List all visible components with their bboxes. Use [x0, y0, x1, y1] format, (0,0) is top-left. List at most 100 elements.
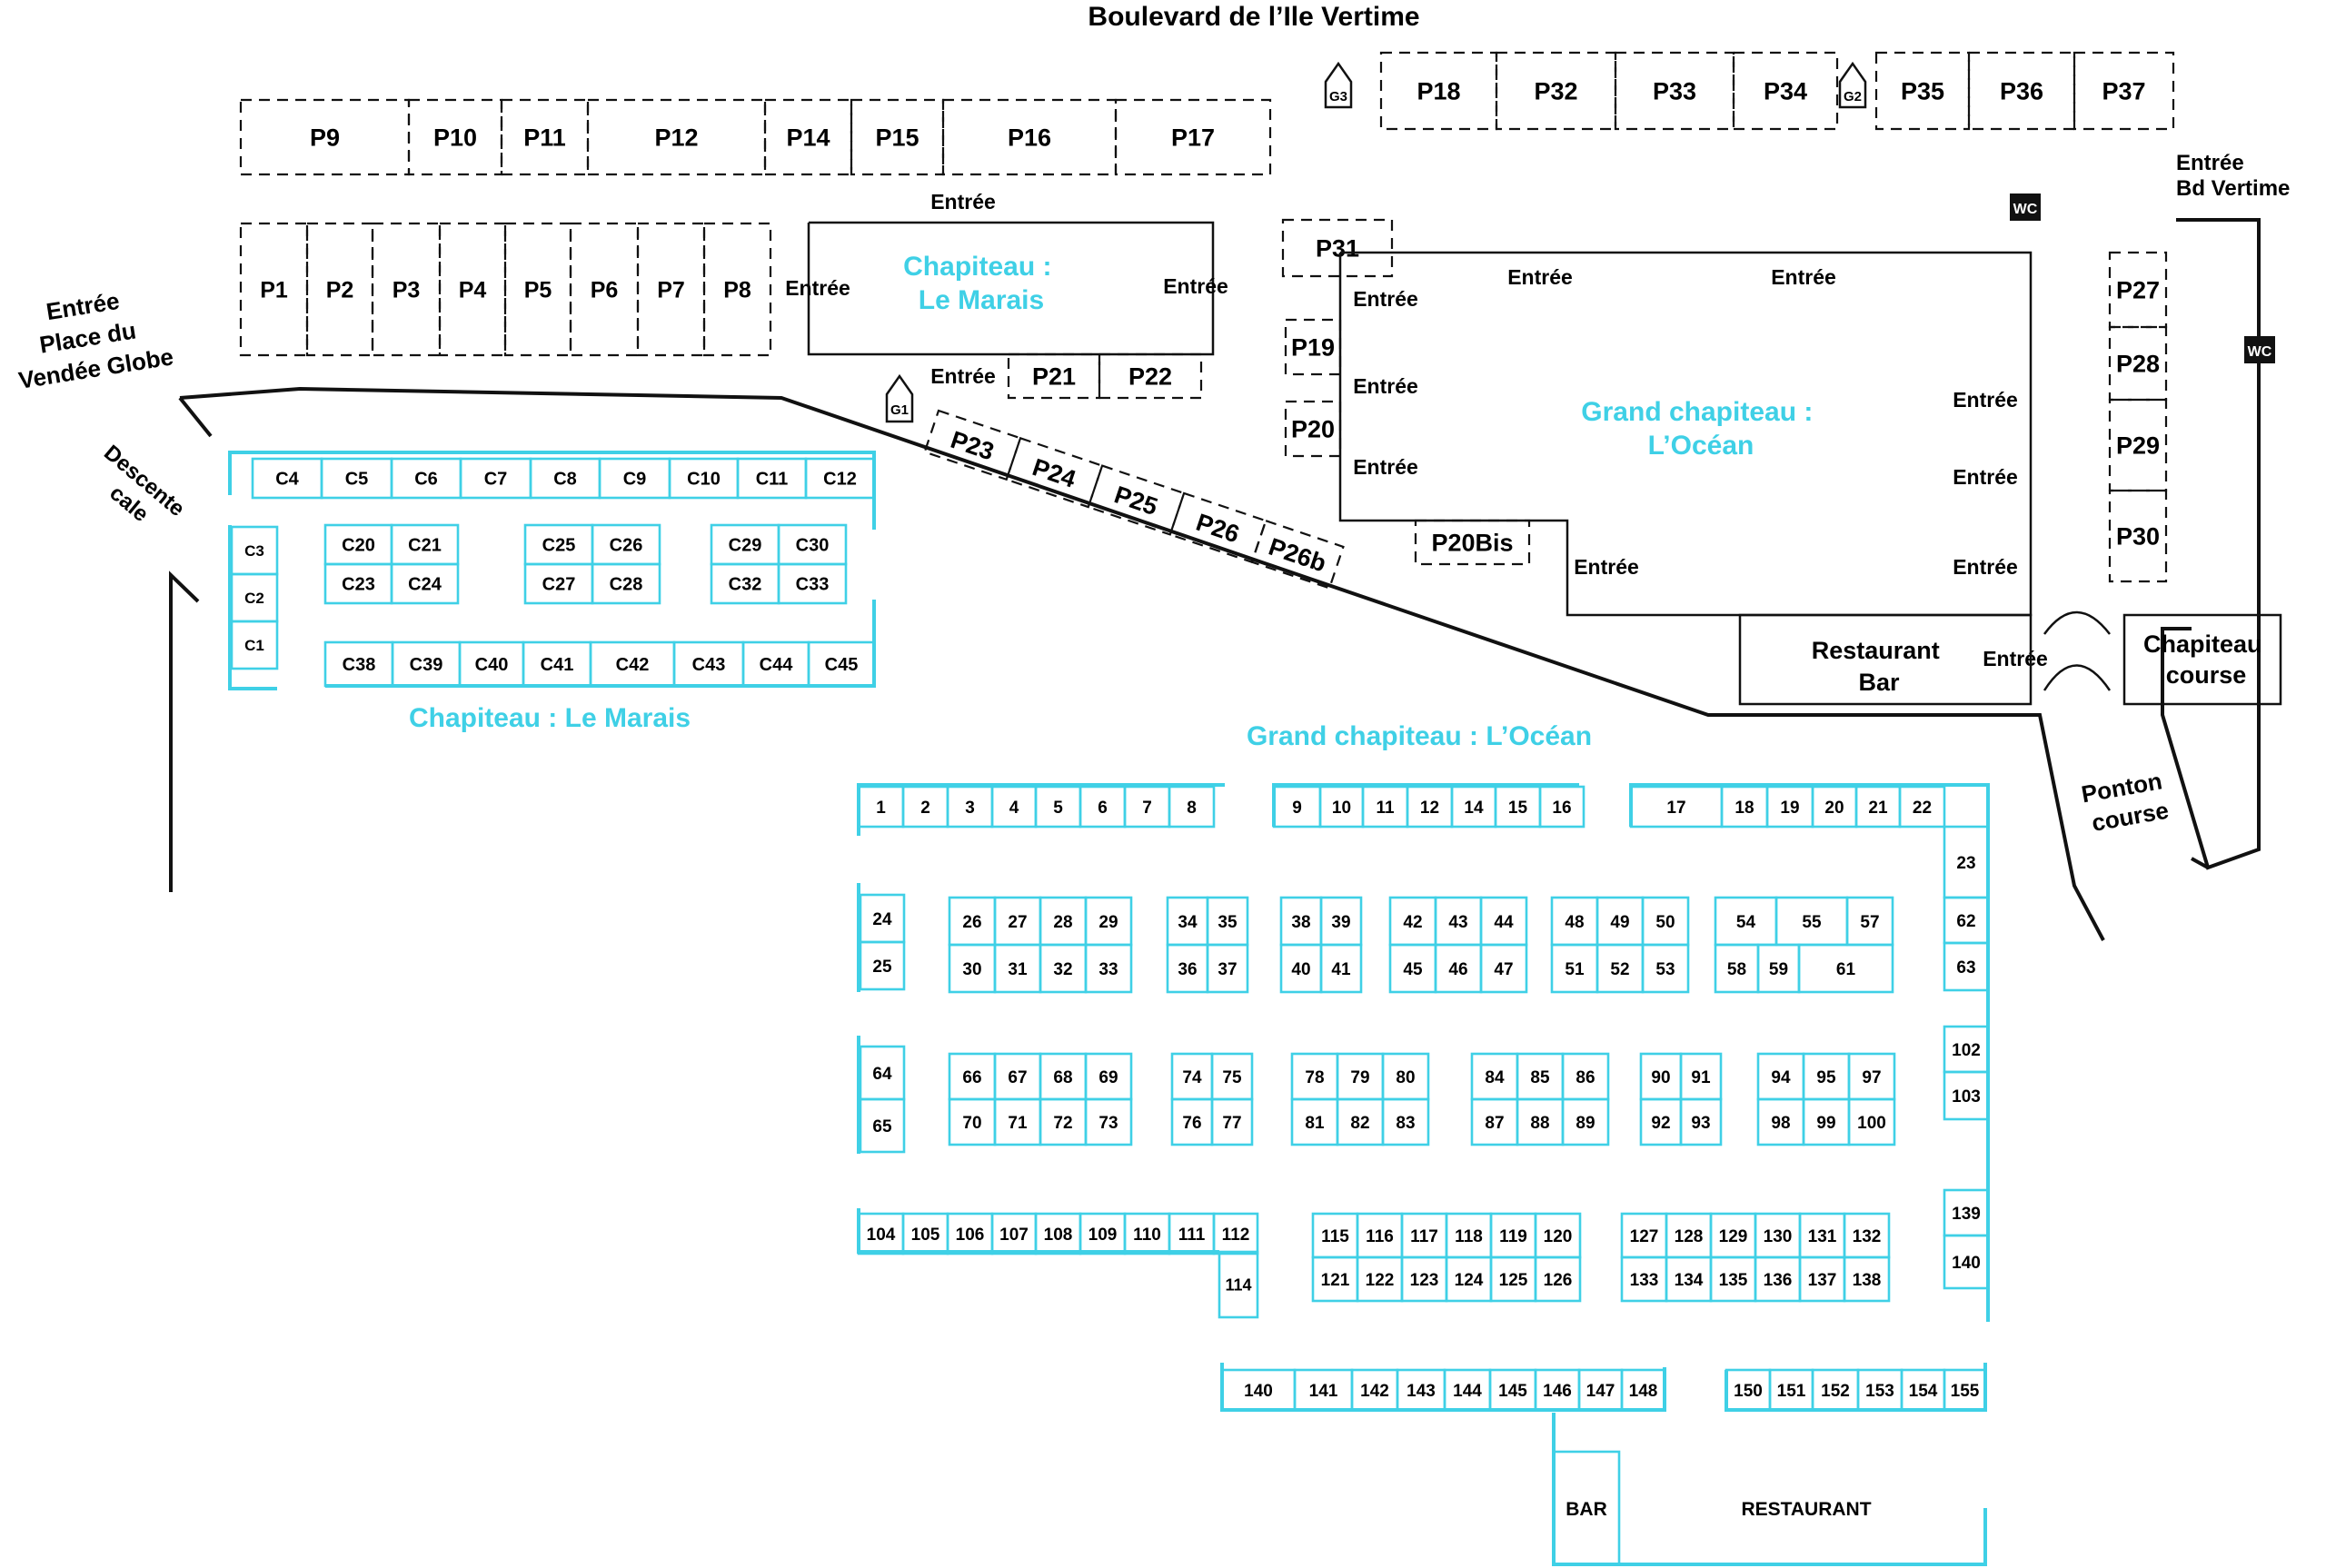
svg-text:129: 129	[1719, 1227, 1748, 1246]
svg-text:83: 83	[1396, 1114, 1415, 1133]
svg-text:P33: P33	[1653, 78, 1696, 105]
svg-text:C41: C41	[541, 655, 574, 675]
svg-text:128: 128	[1675, 1227, 1704, 1246]
stand-126: 126	[1534, 1255, 1582, 1303]
stand-17: 17	[1629, 785, 1724, 829]
stand-122: 122	[1356, 1255, 1404, 1303]
svg-text:123: 123	[1410, 1271, 1439, 1290]
svg-text:43: 43	[1448, 913, 1467, 932]
stand-33: 33	[1084, 943, 1133, 994]
stand-52: 52	[1595, 943, 1645, 994]
marais-tent-label: Chapiteau : Le Marais	[903, 252, 1059, 315]
stand-c39: C39	[391, 640, 462, 688]
entree-label: Entrée	[1771, 265, 1836, 289]
stand-c12: C12	[804, 457, 876, 500]
svg-text:155: 155	[1951, 1382, 1980, 1401]
stand-119: 119	[1489, 1212, 1537, 1259]
stand-15: 15	[1494, 785, 1542, 829]
stand-24: 24	[859, 893, 906, 944]
stand-29: 29	[1084, 896, 1133, 947]
svg-text:67: 67	[1008, 1068, 1027, 1087]
stand-1: 1	[857, 785, 905, 829]
stand-58: 58	[1714, 943, 1760, 994]
svg-text:P22: P22	[1128, 363, 1172, 391]
svg-text:18: 18	[1735, 799, 1754, 818]
stand-75: 75	[1210, 1052, 1254, 1101]
svg-text:P18: P18	[1416, 78, 1460, 105]
stand-14: 14	[1450, 785, 1497, 829]
gate-g1-icon: G1	[885, 373, 914, 423]
stand-16: 16	[1538, 785, 1585, 829]
svg-text:80: 80	[1396, 1068, 1415, 1087]
east-wall	[2161, 218, 2261, 870]
entree-label: Entrée	[930, 364, 996, 388]
svg-text:57: 57	[1860, 913, 1879, 932]
svg-text:G1: G1	[890, 402, 909, 418]
svg-text:12: 12	[1420, 799, 1439, 818]
svg-text:61: 61	[1836, 960, 1856, 979]
pontoon-p26: P26	[1168, 491, 1267, 564]
bar-label: BAR	[1566, 1499, 1607, 1520]
stand-49: 49	[1595, 896, 1645, 947]
svg-text:47: 47	[1494, 960, 1513, 979]
stand-8: 8	[1168, 785, 1216, 829]
stand-73: 73	[1084, 1097, 1133, 1146]
svg-text:32: 32	[1053, 960, 1072, 979]
svg-text:58: 58	[1727, 960, 1746, 979]
stand-70: 70	[948, 1097, 997, 1146]
stand-c23: C23	[323, 562, 393, 605]
svg-text:24: 24	[872, 910, 892, 929]
svg-text:79: 79	[1350, 1068, 1369, 1087]
pontoon-p12: P12	[586, 98, 767, 176]
pontoon-p21: P21	[1007, 352, 1101, 400]
svg-text:C28: C28	[610, 575, 643, 595]
pontoon-p8: P8	[702, 222, 772, 357]
stand-c7: C7	[459, 457, 532, 500]
pontoon-p19: P19	[1284, 318, 1342, 376]
pontoon-p36: P36	[1967, 51, 2076, 131]
svg-text:P36: P36	[2000, 78, 2043, 105]
svg-text:C20: C20	[342, 536, 375, 556]
wc-icon: WC	[2244, 336, 2275, 363]
stand-c9: C9	[598, 457, 671, 500]
restaurant-bar-building	[1738, 613, 2033, 706]
stand-71: 71	[993, 1097, 1042, 1146]
stand-c27: C27	[523, 562, 594, 605]
svg-text:P8: P8	[723, 278, 751, 303]
pontoon-p34: P34	[1732, 51, 1839, 131]
stand-c43: C43	[672, 640, 745, 688]
svg-text:P20: P20	[1291, 416, 1335, 443]
pontoon-p24: P24	[1005, 436, 1104, 509]
svg-text:142: 142	[1360, 1382, 1389, 1401]
stand-110: 110	[1123, 1212, 1171, 1255]
stand-67: 67	[993, 1052, 1042, 1101]
stand-99: 99	[1802, 1097, 1851, 1146]
pontoon-p20bis: P20Bis	[1414, 519, 1531, 566]
stand-5: 5	[1034, 785, 1082, 829]
pontoon-p15: P15	[850, 98, 945, 176]
wc-icon: WC	[2010, 194, 2041, 221]
stand-36: 36	[1166, 943, 1209, 994]
entree-label: Entrée	[1507, 265, 1573, 289]
svg-text:C2: C2	[244, 590, 264, 607]
stand-46: 46	[1434, 943, 1483, 994]
stand-21: 21	[1854, 785, 1902, 829]
pontoon-p3: P3	[371, 222, 442, 357]
stand-102: 102	[1943, 1025, 1990, 1074]
svg-text:P7: P7	[657, 278, 685, 303]
svg-text:34: 34	[1178, 913, 1198, 932]
stand-c5: C5	[320, 457, 393, 500]
svg-text:25: 25	[872, 958, 892, 977]
svg-text:C8: C8	[553, 470, 577, 490]
stand-154: 154	[1900, 1368, 1946, 1412]
svg-text:45: 45	[1403, 960, 1423, 979]
svg-text:105: 105	[911, 1226, 940, 1245]
svg-text:C26: C26	[610, 536, 643, 556]
svg-text:29: 29	[1098, 913, 1118, 932]
svg-text:65: 65	[872, 1117, 892, 1136]
svg-text:116: 116	[1366, 1227, 1394, 1246]
stand-51: 51	[1550, 943, 1599, 994]
svg-text:P2: P2	[326, 278, 354, 303]
